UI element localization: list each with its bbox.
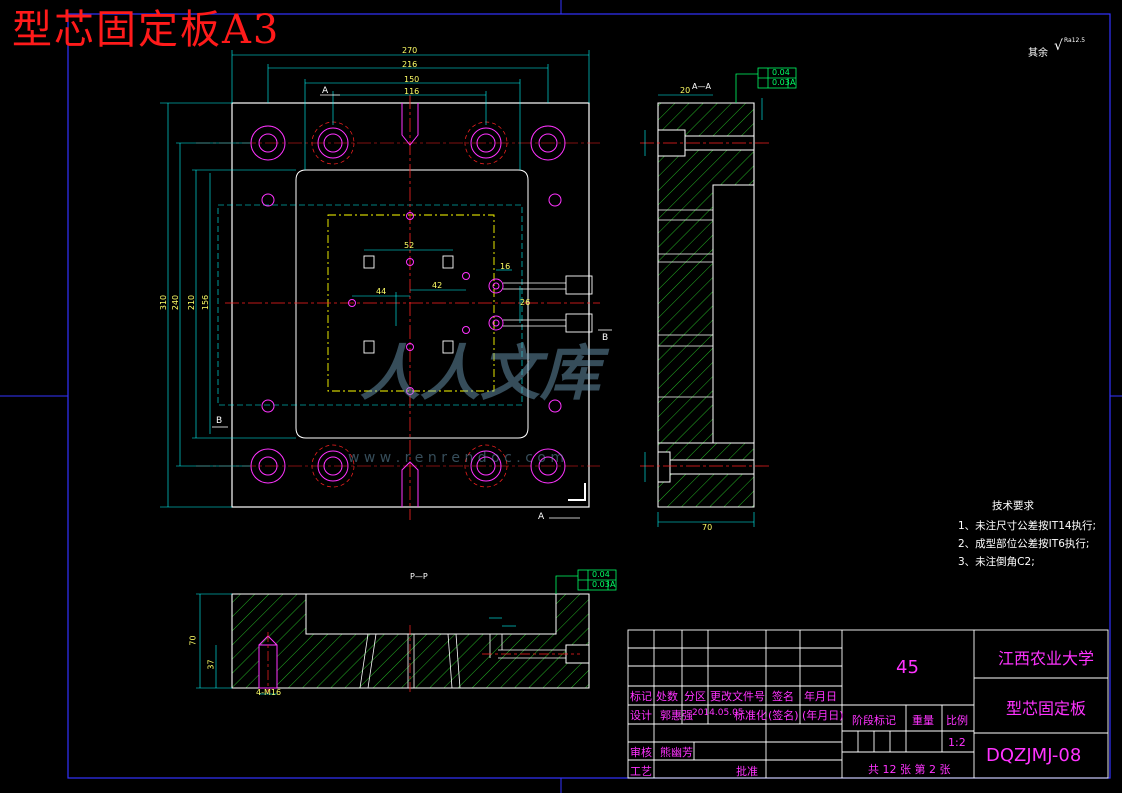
school-name: 江西农业大学 bbox=[998, 649, 1095, 668]
tolerance-parallel-pp: 0.03 bbox=[592, 580, 610, 589]
dim-310: 310 bbox=[159, 294, 169, 311]
tb-designer: 郭惠强 bbox=[660, 709, 693, 722]
tb-review-label: 审核 bbox=[630, 746, 652, 759]
tb-scale-value: 1:2 bbox=[948, 736, 966, 749]
dim-37: 37 bbox=[206, 659, 216, 670]
tb-sheet-count: 共 12 张 第 2 张 bbox=[868, 763, 951, 776]
tb-process-label: 工艺 bbox=[630, 765, 652, 778]
plan-view bbox=[160, 50, 612, 520]
tb-header-change-doc: 更改文件号 bbox=[710, 690, 765, 703]
tolerance-parallel-aa: 0.03 bbox=[772, 78, 790, 87]
tolerance-flatness-aa: 0.04 bbox=[772, 68, 790, 77]
tb-sign-placeholder: (签名) bbox=[768, 709, 799, 722]
tech-req-heading: 技术要求 bbox=[992, 500, 1034, 512]
dim-156: 156 bbox=[201, 294, 211, 311]
tb-header-mark: 标记 bbox=[630, 690, 652, 703]
tb-header-date: 年月日 bbox=[804, 690, 837, 703]
tech-req-item: 2、成型部位公差按IT6执行; bbox=[958, 538, 1090, 550]
dim-26: 26 bbox=[520, 298, 531, 307]
dim-150: 150 bbox=[404, 75, 420, 84]
tolerance-datum-pp: A bbox=[610, 580, 616, 589]
tech-req-item: 1、未注尺寸公差按IT14执行; bbox=[958, 520, 1097, 532]
watermark-url: w w w . r e n r e n d o c . c o m bbox=[348, 450, 564, 466]
tb-header-zone: 分区 bbox=[684, 690, 706, 703]
dim-44: 44 bbox=[376, 287, 387, 296]
tolerance-datum-aa: A bbox=[790, 78, 796, 87]
tb-weight-label: 重量 bbox=[912, 714, 934, 727]
section-label-b-right: B bbox=[602, 333, 609, 343]
roughness-value: Ra12.5 bbox=[1064, 37, 1086, 44]
dim-70-side: 70 bbox=[702, 523, 713, 532]
tb-header-signature: 签名 bbox=[772, 690, 794, 703]
tb-design-date: 2014.05.05 bbox=[692, 708, 744, 718]
drawing-title: 型芯固定板A3 bbox=[12, 7, 281, 53]
tb-design-label: 设计 bbox=[630, 709, 652, 722]
tech-req-item: 3、未注倒角C2; bbox=[958, 556, 1035, 568]
roughness-symbol-icon: √ bbox=[1054, 38, 1063, 54]
part-name: 型芯固定板 bbox=[1006, 699, 1087, 718]
roughness-note: 其余 bbox=[1028, 48, 1048, 59]
tb-reviewer: 熊幽芳 bbox=[660, 746, 693, 759]
dim-16: 16 bbox=[500, 262, 511, 271]
dim-4-m16: 4-M16 bbox=[256, 688, 282, 697]
tb-stage-label: 阶段标记 bbox=[852, 714, 896, 727]
section-aa-view bbox=[640, 67, 797, 527]
dim-210: 210 bbox=[187, 294, 197, 311]
dim-116: 116 bbox=[404, 87, 420, 96]
material-value: 45 bbox=[896, 657, 919, 678]
dim-52: 52 bbox=[404, 241, 415, 250]
section-title-aa: A—A bbox=[692, 82, 711, 91]
dim-42: 42 bbox=[432, 281, 443, 290]
section-label-a-bottom: A bbox=[538, 512, 545, 522]
tb-standardize-label: 标准化 bbox=[734, 709, 767, 722]
section-label-a-top: A bbox=[322, 86, 329, 96]
drawing-number: DQZJMJ-08 bbox=[986, 745, 1082, 766]
section-pp-view bbox=[196, 569, 617, 695]
dim-70-bottom: 70 bbox=[188, 635, 198, 646]
dim-270: 270 bbox=[402, 46, 418, 55]
title-block-grid bbox=[627, 629, 1109, 779]
dim-240: 240 bbox=[171, 294, 181, 311]
tb-approve-label: 批准 bbox=[736, 765, 758, 778]
tb-scale-label: 比例 bbox=[946, 714, 968, 727]
tolerance-flatness-pp: 0.04 bbox=[592, 570, 610, 579]
section-label-b-left: B bbox=[216, 416, 223, 426]
tb-date-placeholder: (年月日) bbox=[802, 709, 844, 722]
tb-header-count: 处数 bbox=[656, 690, 678, 703]
section-title-pp: P—P bbox=[410, 572, 428, 581]
dim-216: 216 bbox=[402, 60, 418, 69]
watermark-text: 人人文库 bbox=[360, 339, 600, 409]
dim-20-side: 20 bbox=[680, 86, 691, 95]
